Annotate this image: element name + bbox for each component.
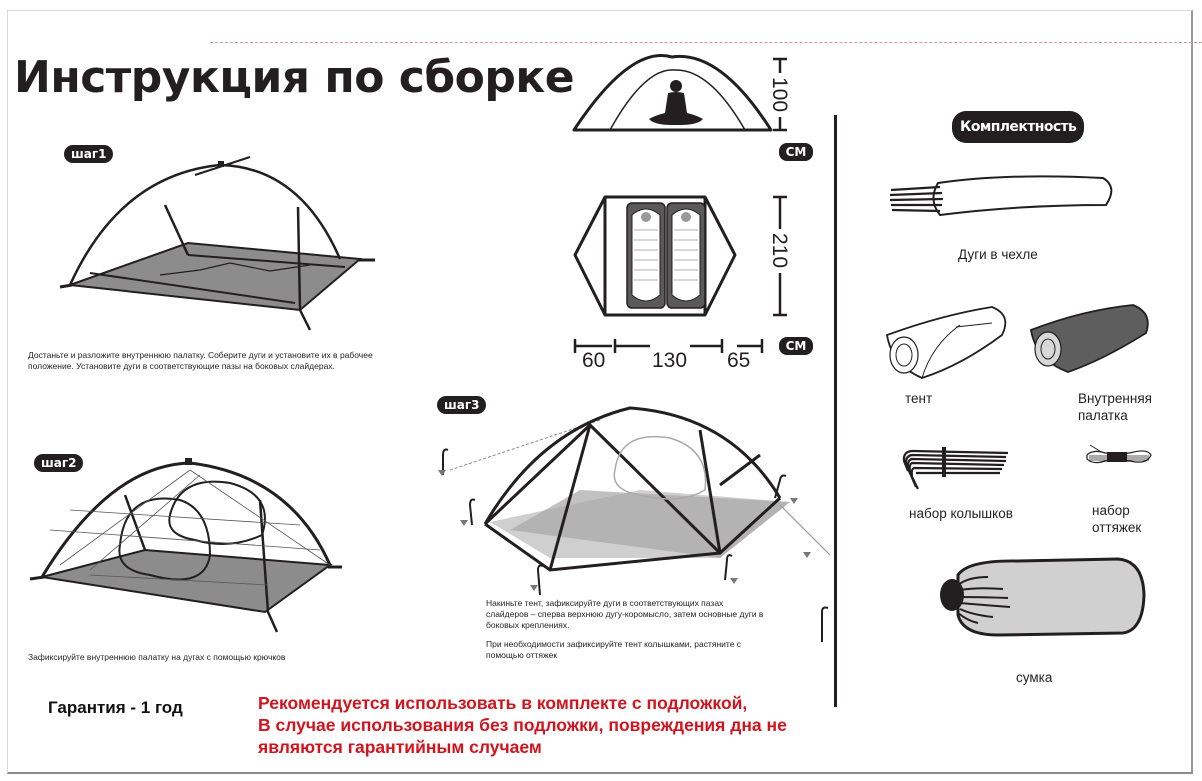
stake-icon xyxy=(821,606,829,642)
width-unit-badge: CM xyxy=(779,337,813,355)
poles-in-bag-icon xyxy=(889,175,1113,217)
page-title: Инструкция по сборке xyxy=(14,52,575,103)
contents-item-stuff-sack-label: сумка xyxy=(1016,670,1053,685)
width-segment-vestibule-left: 60 xyxy=(582,349,605,372)
inner-tent-label-line-2: палатка xyxy=(1078,408,1128,423)
step-3-rainfly-illustration xyxy=(438,406,831,596)
tent-side-view-dimension-diagram: 100 xyxy=(572,54,791,132)
warranty-text: Гарантия - 1 год xyxy=(48,698,183,717)
inner-tent-label-line-1: Внутренняя xyxy=(1078,391,1152,406)
contents-item-poles-label: Дуги в чехле xyxy=(958,247,1038,262)
step-3-instructions: Накиньте тент, зафиксируйте дуги в соотв… xyxy=(486,598,763,661)
step-3-line-2: слайдеров – сперва верхнюю дугу-коромысл… xyxy=(486,609,764,619)
page-frame xyxy=(7,10,1193,774)
step-3-note-line-2: помощью оттяжек xyxy=(486,650,558,660)
stakes-icon xyxy=(902,447,1009,490)
step-1-line-2: положение. Установите дуги в соответству… xyxy=(28,361,335,371)
height-value: 100 xyxy=(768,77,791,112)
width-segment-vestibule-right: 65 xyxy=(727,349,750,372)
step-2-line-1: Зафиксируйте внутреннюю палатку на дугах… xyxy=(28,652,286,662)
step-1-line-1: Достаньте и разложите внутреннюю палатку… xyxy=(28,350,373,360)
step-1-instructions: Достаньте и разложите внутреннюю палатку… xyxy=(28,350,373,372)
guy-lines-icon xyxy=(1086,444,1152,464)
guy-lines-label-line-2: оттяжек xyxy=(1092,520,1142,535)
step-2-badge: шаг2 xyxy=(34,454,84,472)
dashed-cut-line xyxy=(210,42,1202,43)
vertical-divider xyxy=(834,115,837,707)
width-segment-inner: 130 xyxy=(652,349,687,372)
step-3-line-1: Накиньте тент, зафиксируйте дуги в соотв… xyxy=(486,598,724,608)
rainfly-icon xyxy=(885,306,1007,379)
contents-item-rainfly-label: тент xyxy=(905,391,933,406)
step-3-badge: шаг3 xyxy=(437,396,487,414)
width-dimension-line: 60 130 65 xyxy=(573,339,764,372)
stuff-sack-icon xyxy=(940,557,1146,637)
step-2-inner-tent-illustration xyxy=(29,458,342,633)
contents-item-stakes-label: набор колышков xyxy=(909,506,1013,521)
step-2-instructions: Зафиксируйте внутреннюю палатку на дугах… xyxy=(28,652,285,663)
step-3-line-3: боковых креплениях. xyxy=(486,620,570,630)
contents-heading: Комплектность xyxy=(952,111,1085,143)
inner-tent-icon xyxy=(1029,304,1149,373)
warning-line-3: являются гарантийным случаем xyxy=(258,737,542,757)
warning-line-1: Рекомендуется использовать в комплекте с… xyxy=(258,693,748,713)
step-3-note-line-1: При необходимости зафиксируйте тент колы… xyxy=(486,639,742,649)
tent-floor-plan-dimension-diagram: 210 xyxy=(573,195,791,317)
contents-item-inner-tent-label: Внутренняя палатка xyxy=(1078,390,1152,424)
step-1-tent-frame-illustration xyxy=(59,156,375,331)
guy-lines-label-line-1: набор xyxy=(1092,503,1130,518)
length-value: 210 xyxy=(768,233,791,268)
underlay-warning: Рекомендуется использовать в комплекте с… xyxy=(258,692,787,758)
step-1-badge: шаг1 xyxy=(64,145,114,163)
height-unit-badge: CM xyxy=(779,143,813,161)
warning-line-2: В случае использования без подложки, пов… xyxy=(258,715,787,735)
contents-item-guy-lines-label: набор оттяжек xyxy=(1092,502,1141,536)
